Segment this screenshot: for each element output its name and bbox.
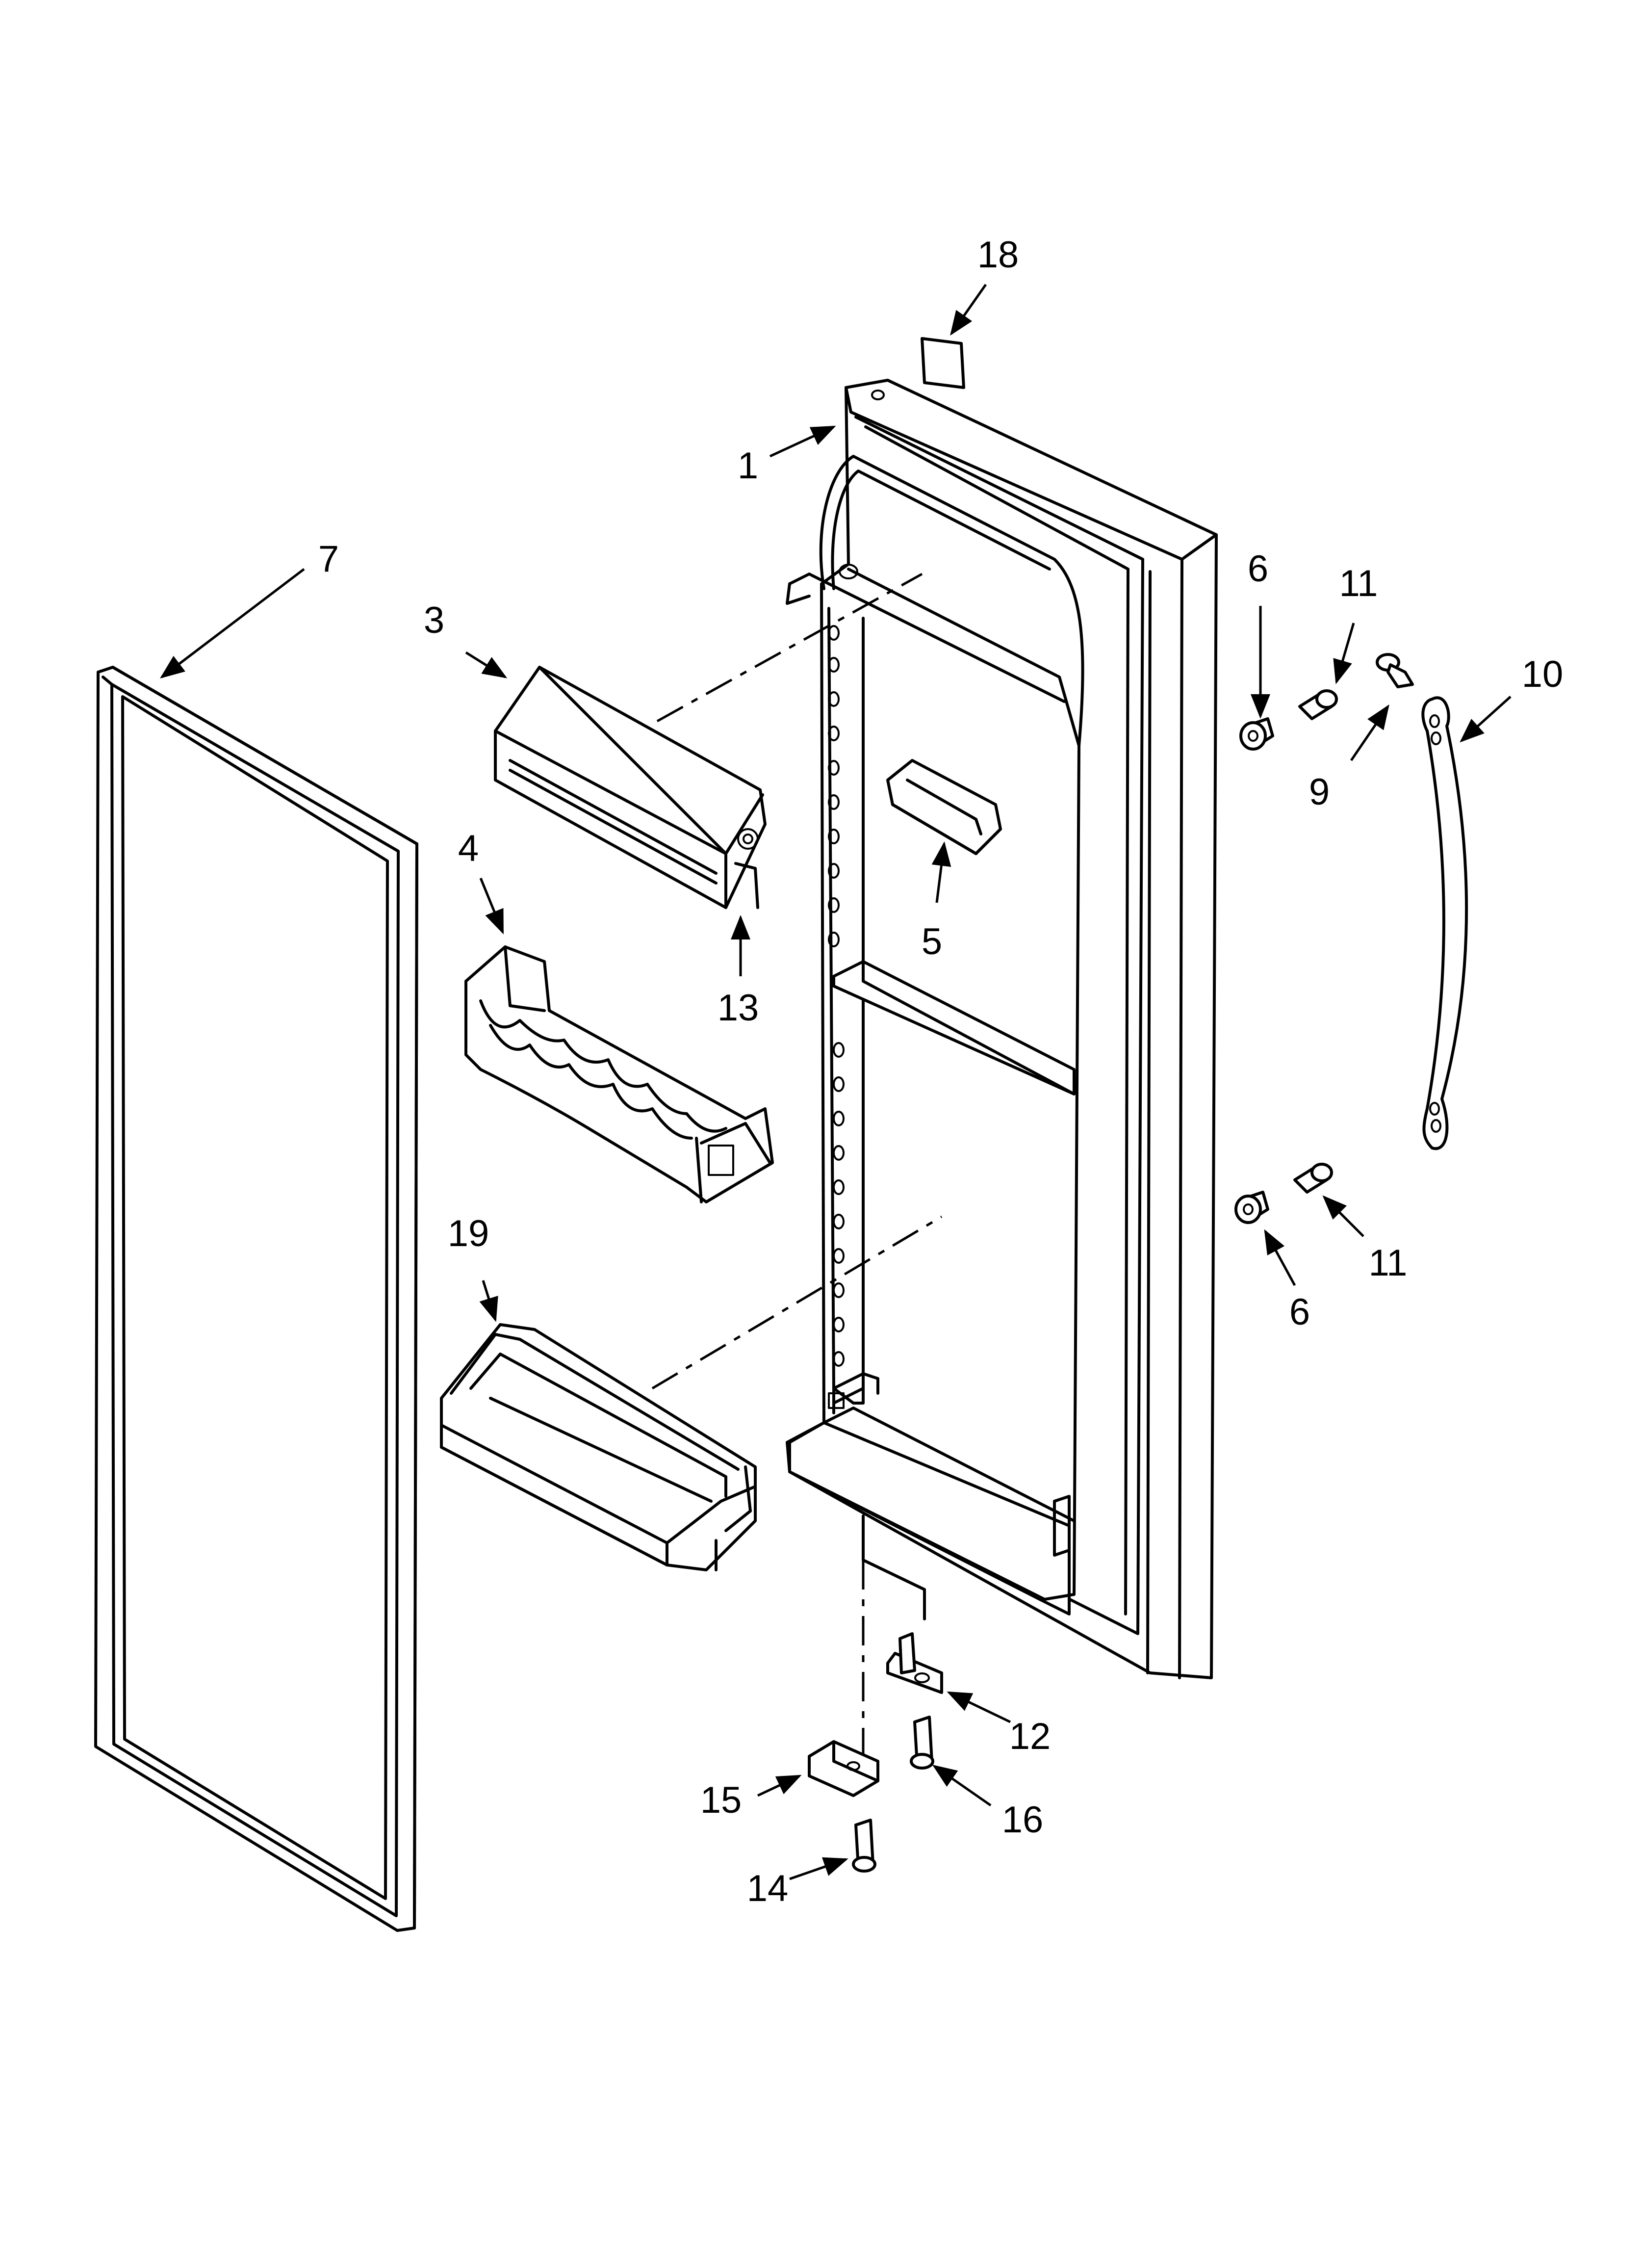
door-bin	[440, 1323, 757, 1571]
callout-10: 10	[1522, 653, 1564, 695]
callout-16: 16	[1002, 1799, 1044, 1841]
callout-9: 9	[1309, 771, 1330, 813]
callout-labels: 18 1 7 3 4 13 5 6 11 9 10 6 11 19 12 15 …	[318, 234, 1563, 1909]
rail-holes	[828, 625, 845, 1367]
callout-4: 4	[458, 828, 479, 869]
label-part	[921, 337, 965, 389]
callout-1: 1	[738, 445, 758, 487]
handle-10	[1421, 696, 1468, 1150]
screw-11-top	[1298, 689, 1338, 720]
callout-19: 19	[448, 1213, 489, 1254]
callout-5: 5	[922, 921, 942, 963]
callout-15: 15	[700, 1779, 742, 1821]
callout-14: 14	[747, 1868, 789, 1909]
top-hinge-part	[886, 1632, 943, 1694]
dairy-compartment	[494, 666, 767, 909]
callout-11-top: 11	[1339, 563, 1378, 604]
callout-3: 3	[424, 600, 444, 641]
screw-16	[910, 1716, 934, 1770]
door-gasket	[94, 666, 418, 1932]
door-assembly	[786, 379, 1218, 1679]
callout-leaders	[160, 284, 1512, 1880]
screw-9	[1376, 653, 1414, 688]
callout-7: 7	[318, 538, 339, 580]
screw-14	[852, 1819, 876, 1873]
callout-18: 18	[977, 234, 1019, 276]
hinge-block-15	[808, 1740, 879, 1797]
callout-6-top: 6	[1248, 548, 1268, 590]
egg-tray	[464, 945, 774, 1203]
callout-12: 12	[1009, 1716, 1051, 1757]
spacer-6-top	[1239, 717, 1274, 751]
screw-11-bottom	[1293, 1163, 1333, 1194]
tray-part	[886, 759, 1002, 855]
callout-11-bottom: 11	[1369, 1242, 1408, 1284]
spacer-6-bottom	[1234, 1191, 1269, 1224]
callout-6-bottom: 6	[1289, 1291, 1310, 1333]
callout-13: 13	[718, 987, 759, 1029]
